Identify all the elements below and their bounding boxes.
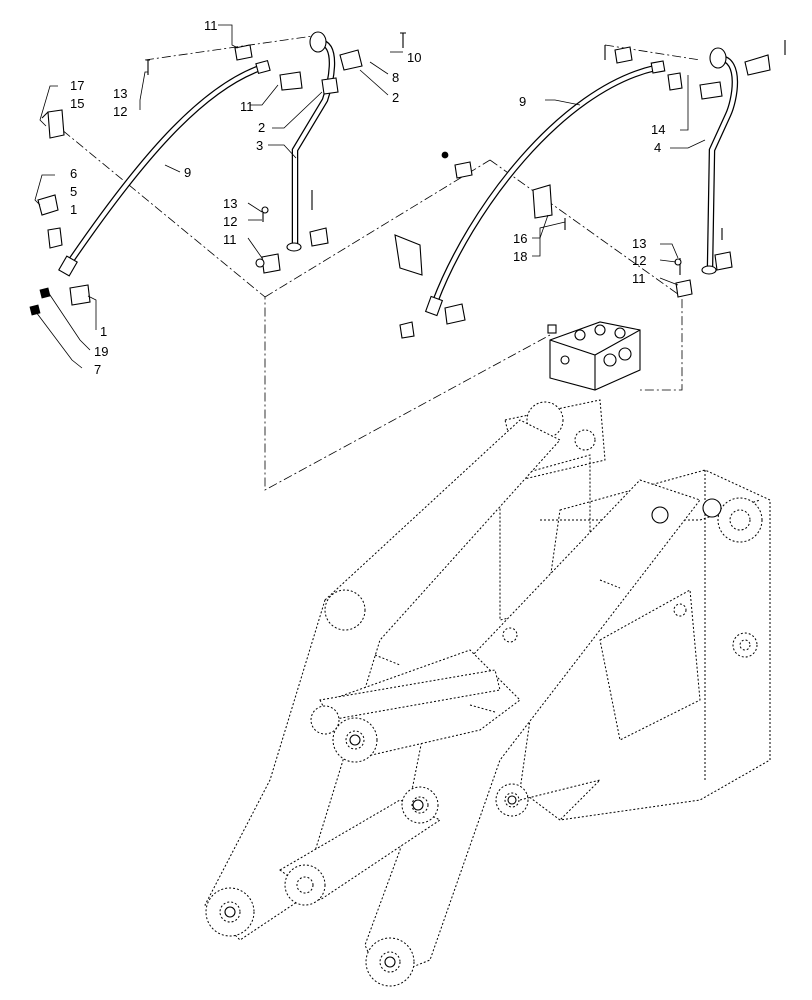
callout-16: 16: [513, 231, 527, 246]
callout-10: 10: [407, 50, 421, 65]
callout-9-left: 9: [184, 165, 191, 180]
callout-18: 18: [513, 249, 527, 264]
callout-4: 4: [654, 140, 661, 155]
callout-12-top: 12: [113, 104, 127, 119]
callout-13-top: 13: [113, 86, 127, 101]
callout-11-mid: 11: [240, 99, 254, 114]
leader-lines: [34, 24, 706, 369]
control-valve: [547, 321, 641, 391]
callout-12-right: 12: [632, 253, 646, 268]
right-hose-assembly: [394, 40, 786, 339]
callout-11-top: 11: [204, 18, 218, 33]
callout-9-right: 9: [519, 94, 526, 109]
callout-11-left: 11: [223, 232, 237, 247]
callout-3: 3: [256, 138, 263, 153]
callout-14: 14: [651, 122, 665, 137]
callout-7: 7: [94, 362, 101, 377]
loader-frame-outline: [204, 399, 771, 987]
callout-13-right: 13: [632, 236, 646, 251]
phantom-reference-lines: [49, 34, 701, 491]
callout-5: 5: [70, 184, 77, 199]
callout-2-lower: 2: [258, 120, 265, 135]
callout-17: 17: [70, 78, 84, 93]
callout-11-right: 11: [632, 271, 646, 286]
callout-labels: 11 10 8 2 13 12 11 2 3 17 15 9 6 5 1 1 1…: [70, 18, 665, 377]
callout-1-lower: 1: [100, 324, 107, 339]
callout-1-upper: 1: [70, 202, 77, 217]
callout-13-left: 13: [223, 196, 237, 211]
callout-6: 6: [70, 166, 77, 181]
left-hose-assembly: [29, 31, 406, 316]
callout-15: 15: [70, 96, 84, 111]
callout-8: 8: [392, 70, 399, 85]
callout-2-upper: 2: [392, 90, 399, 105]
callout-12-left: 12: [223, 214, 237, 229]
callout-19: 19: [94, 344, 108, 359]
